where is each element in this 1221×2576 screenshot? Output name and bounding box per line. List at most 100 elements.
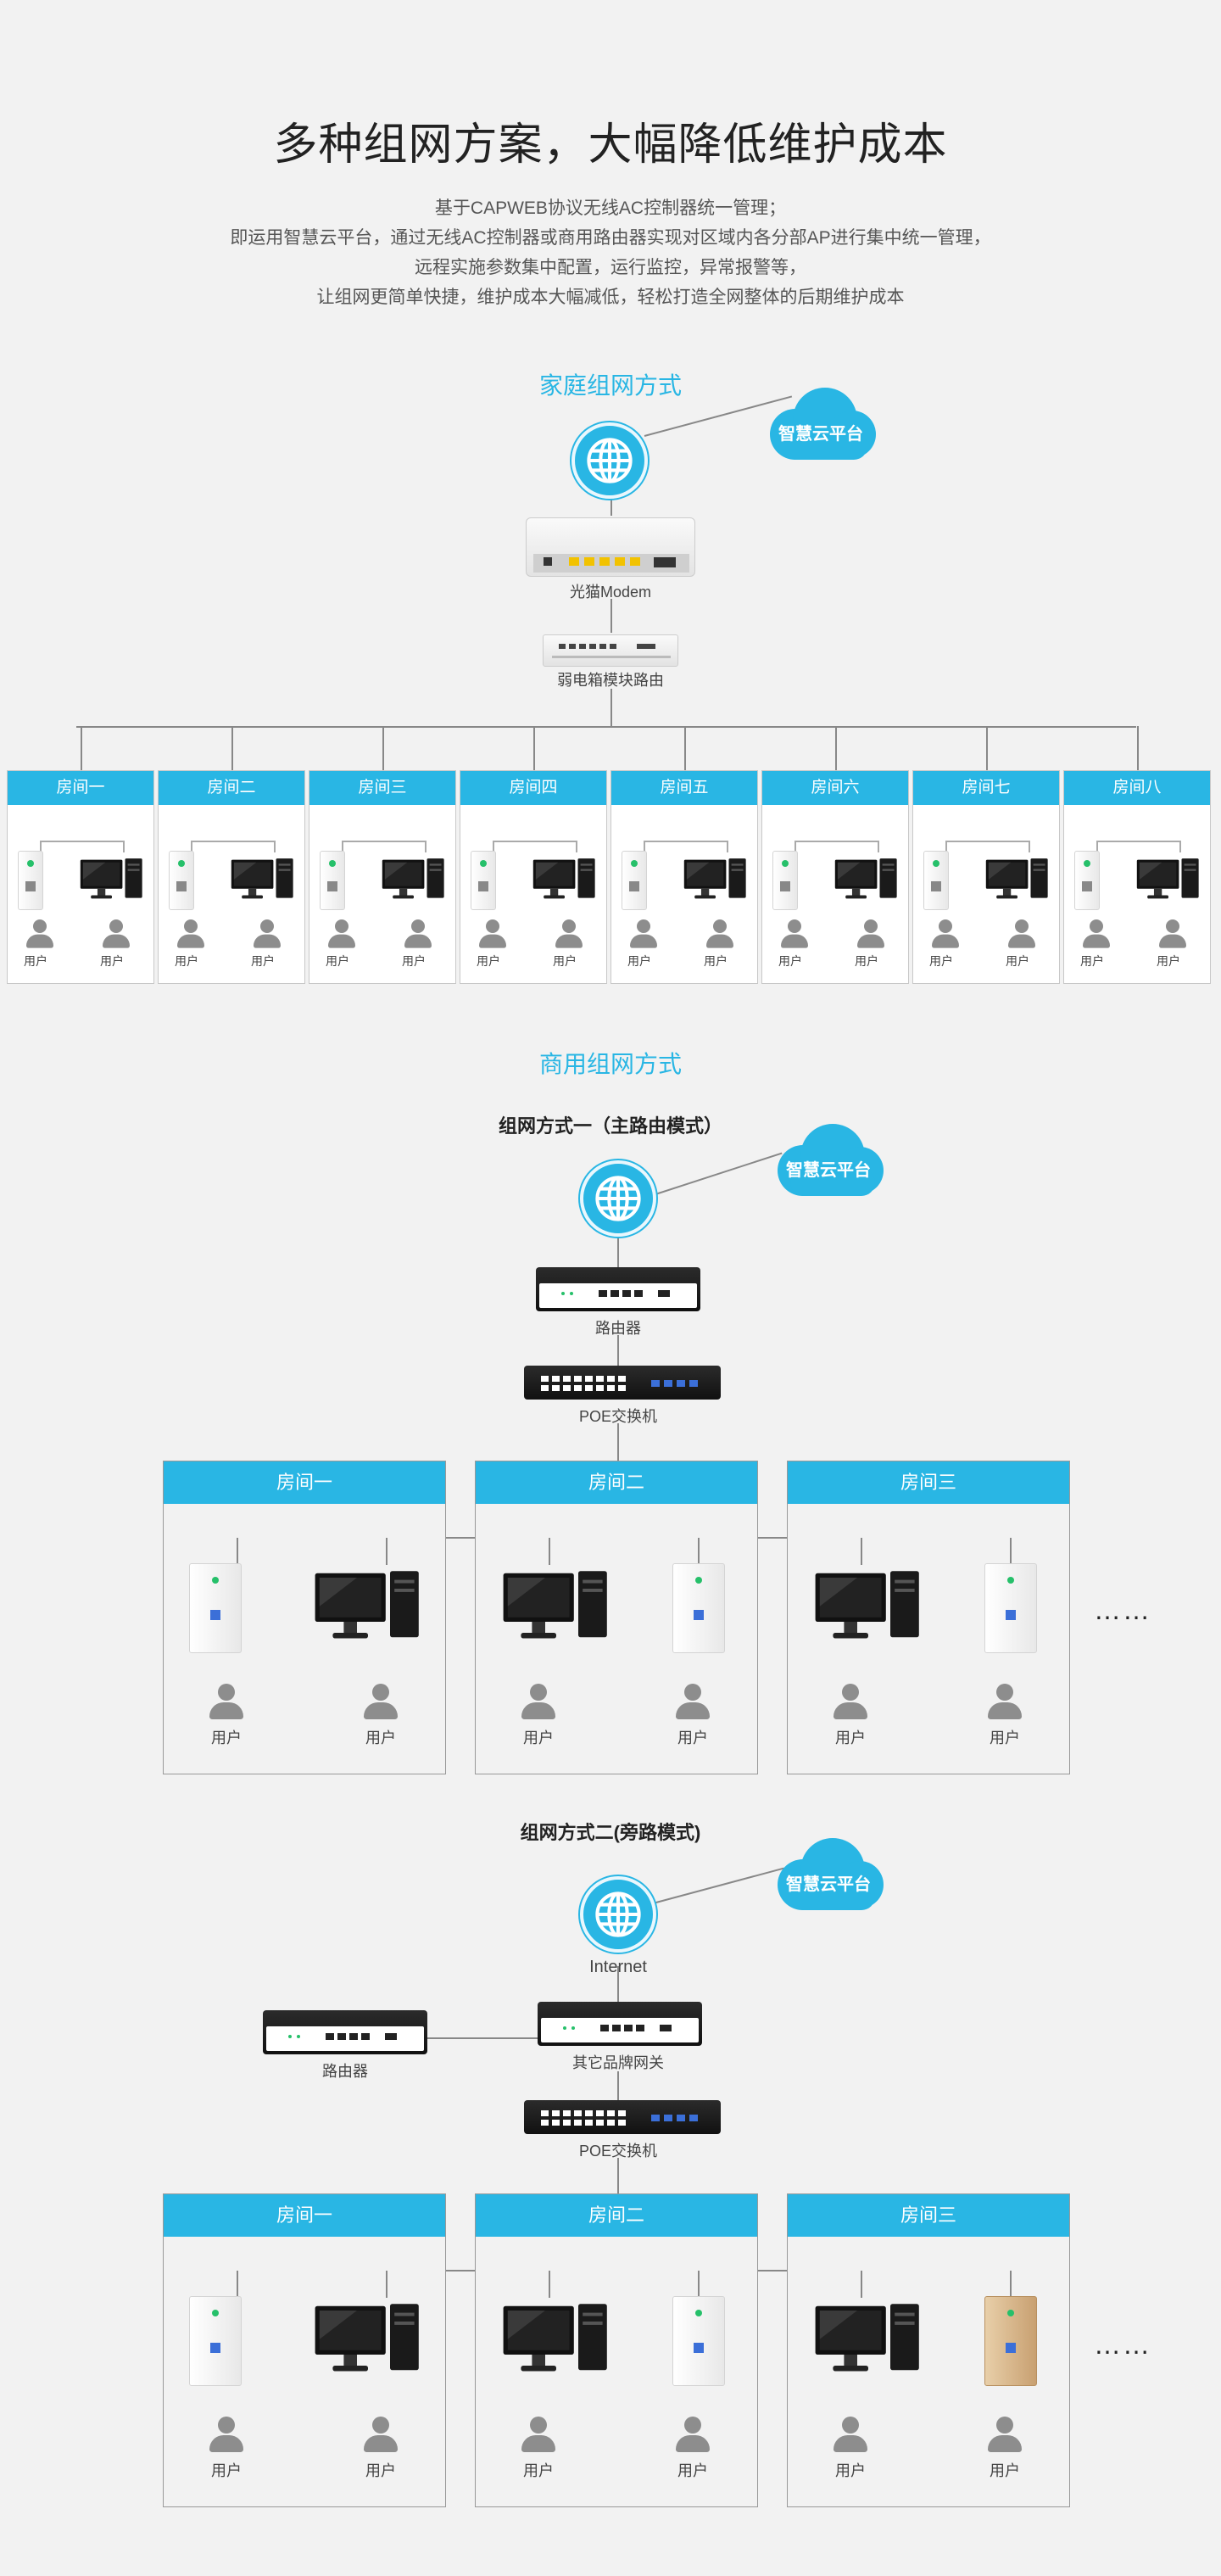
- gateway-label: 其它品牌网关: [572, 2054, 664, 2071]
- user-body: [988, 1702, 1022, 1719]
- user-body: [404, 934, 432, 948]
- user-label: 用户: [835, 2462, 866, 2479]
- room-card: 房间一用户用户: [163, 2193, 446, 2507]
- connector-line: [576, 841, 577, 852]
- user-head: [218, 1684, 235, 1701]
- user-head: [842, 2417, 859, 2434]
- user-label: 用户: [365, 2462, 396, 2479]
- wall-ap-icon: [984, 1563, 1037, 1653]
- room-header: 房间一: [8, 771, 153, 805]
- user-icon: [834, 2417, 867, 2454]
- user-label: 用户: [1006, 954, 1029, 968]
- user-body: [781, 934, 808, 948]
- connector-line: [610, 689, 612, 727]
- user-label: 用户: [553, 954, 577, 968]
- connector-line: [382, 726, 384, 772]
- ap-led: [27, 859, 34, 867]
- connector-line: [617, 2071, 619, 2100]
- user-label: 用户: [326, 954, 349, 968]
- router-label: 路由器: [595, 1320, 641, 1337]
- internet-label: Internet: [589, 1958, 647, 1976]
- connector-line: [425, 841, 427, 852]
- ap-port: [629, 881, 639, 892]
- ap-port: [210, 2343, 220, 2354]
- router-device: [536, 1267, 700, 1311]
- wall-ap-icon: [320, 851, 345, 910]
- user-label: 用户: [835, 1729, 866, 1746]
- connector-line: [617, 1966, 619, 2002]
- user-icon: [1083, 919, 1110, 949]
- user-head: [684, 1684, 701, 1701]
- user-body: [254, 934, 281, 948]
- user-label: 用户: [627, 954, 651, 968]
- user-body: [1159, 934, 1186, 948]
- ap-led: [212, 2309, 219, 2316]
- connector-line: [698, 2271, 700, 2298]
- router-label: 路由器: [322, 2063, 368, 2080]
- user-icon: [177, 919, 204, 949]
- room-header: 房间四: [460, 771, 606, 805]
- cloud-icon: 智慧云平台: [765, 1118, 892, 1203]
- user-head: [713, 919, 727, 933]
- connector-line: [878, 841, 879, 852]
- room-card: 房间八用户用户: [1063, 770, 1211, 984]
- connector-line: [617, 1335, 619, 1366]
- user-label: 用户: [929, 954, 953, 968]
- user-label: 用户: [677, 1729, 708, 1746]
- user-icon: [988, 2417, 1022, 2454]
- room-header: 房间一: [164, 1461, 445, 1504]
- user-head: [996, 1684, 1013, 1701]
- connector-line: [1179, 841, 1181, 852]
- user-body: [328, 934, 355, 948]
- user-body: [26, 934, 53, 948]
- computer-icon: [813, 1567, 923, 1659]
- connector-line: [644, 841, 728, 842]
- room-header: 房间五: [611, 771, 757, 805]
- cloud-icon: 智慧云平台: [765, 1832, 892, 1917]
- connector-line: [237, 2271, 238, 2298]
- user-icon: [932, 919, 959, 949]
- user-icon: [364, 2417, 398, 2454]
- globe-icon: [580, 1160, 656, 1237]
- user-icon: [209, 1684, 243, 1721]
- connector-line: [610, 599, 612, 633]
- ap-led: [480, 859, 487, 867]
- user-head: [864, 919, 878, 933]
- user-head: [684, 2417, 701, 2434]
- user-label: 用户: [990, 2462, 1020, 2479]
- room-card: 房间五用户 用户: [610, 770, 758, 984]
- connector-line: [644, 841, 645, 852]
- room-card: 房间一用户用户: [7, 770, 154, 984]
- connector-line: [274, 841, 276, 852]
- user-label: 用户: [251, 954, 275, 968]
- ap-port: [780, 881, 790, 892]
- ap-port: [25, 881, 36, 892]
- connector-line: [794, 841, 796, 852]
- user-label: 用户: [523, 1729, 554, 1746]
- wall-ap-icon: [923, 851, 949, 910]
- poe-switch-label: POE交换机: [578, 2143, 657, 2160]
- connector-line: [386, 2271, 387, 2298]
- user-head: [842, 1684, 859, 1701]
- user-head: [372, 1684, 389, 1701]
- user-icon: [1008, 919, 1035, 949]
- user-label: 用户: [704, 954, 728, 968]
- router-module-label: 弱电箱模块路由: [557, 672, 664, 689]
- user-head: [1166, 919, 1179, 933]
- user-icon: [834, 1684, 867, 1721]
- mode1-title: 组网方式一（主路由模式）: [498, 1115, 722, 1137]
- user-icon: [26, 919, 53, 949]
- wall-ap-icon: [622, 851, 647, 910]
- router-device: [263, 2010, 427, 2054]
- ap-led: [329, 859, 336, 867]
- room-header: 房间三: [788, 1461, 1069, 1504]
- ap-port: [210, 1610, 220, 1621]
- connector-line: [427, 2037, 538, 2039]
- user-icon: [857, 919, 884, 949]
- user-head: [1015, 919, 1029, 933]
- room-header: 房间六: [762, 771, 908, 805]
- user-head: [109, 919, 123, 933]
- user-body: [555, 934, 583, 948]
- connector-line: [1096, 841, 1098, 852]
- connector-line: [81, 726, 82, 772]
